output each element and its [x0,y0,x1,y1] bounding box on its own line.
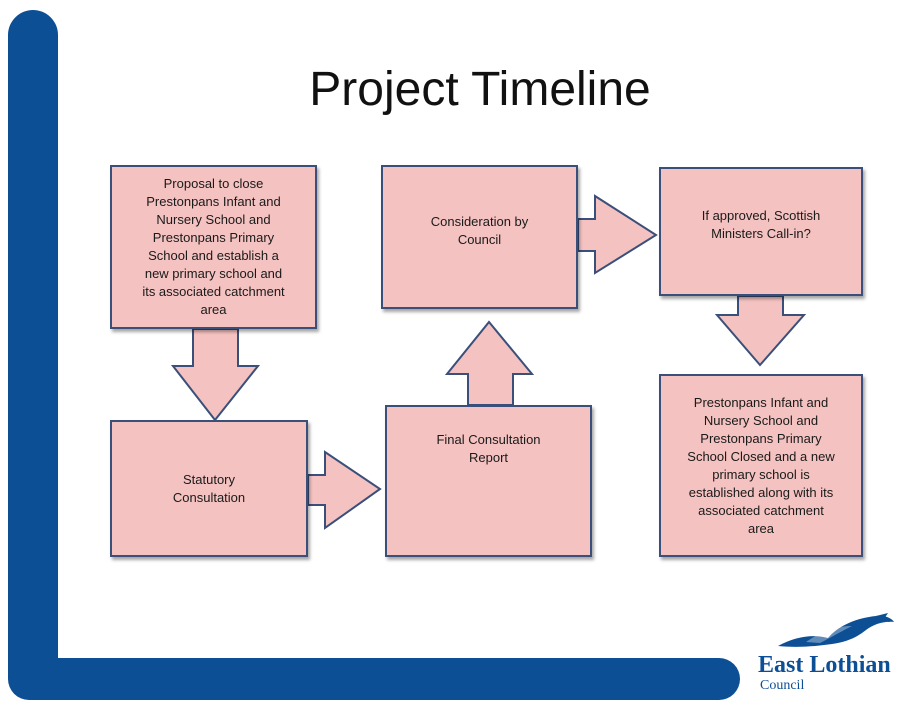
east-lothian-council-logo: East Lothian Council [758,612,918,702]
box-final-consultation-report-text: Final Consultation Report [436,432,541,465]
arrow-up-report-to-council [444,320,535,406]
logo-name: East Lothian [758,652,891,678]
logo-subtitle: Council [760,678,805,693]
arrow-down-proposal-to-consultation [170,328,261,422]
box-statutory-consultation: Statutory Consultation [110,420,308,557]
arrow-right-council-to-ministers [577,194,658,275]
box-proposal-text: Proposal to close Prestonpans Infant and… [142,176,285,317]
arrow-right-consultation-to-report [307,450,382,530]
arrow-down-ministers-to-outcome [714,295,807,367]
box-final-consultation-report: Final Consultation Report [385,405,592,557]
frame-horizontal-bar [8,658,740,700]
box-consideration-by-council: Consideration by Council [381,165,578,309]
box-consideration-by-council-text: Consideration by Council [430,214,529,247]
box-ministers-call-in: If approved, Scottish Ministers Call-in? [659,167,863,296]
box-proposal: Proposal to close Prestonpans Infant and… [110,165,317,329]
box-outcome: Prestonpans Infant and Nursery School an… [659,374,863,557]
slide-title: Project Timeline [309,63,651,116]
box-ministers-call-in-text: If approved, Scottish Ministers Call-in? [701,208,821,241]
box-statutory-consultation-text: Statutory Consultation [172,471,246,505]
bird-icon [778,613,894,647]
box-outcome-text: Prestonpans Infant and Nursery School an… [687,394,835,536]
frame-vertical-bar [8,10,58,700]
